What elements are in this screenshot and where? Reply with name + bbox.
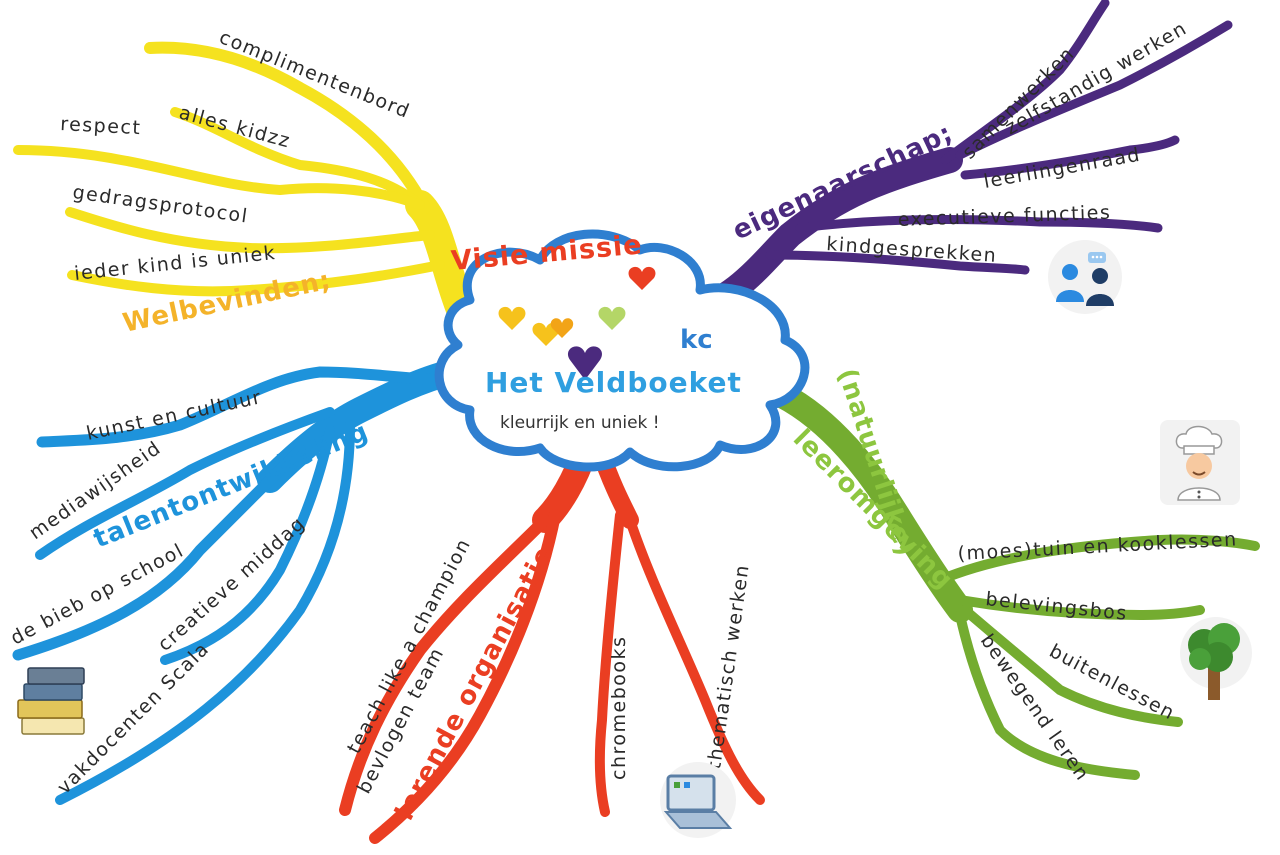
center-tagline: kleurrijk en uniek ! <box>500 413 660 433</box>
branch-leeromgeving-trunk <box>769 382 973 623</box>
branch-organisatie-twig <box>625 515 765 805</box>
center-name: Het Veldboeket <box>485 366 742 399</box>
central-cloud: kc Het Veldboeket kleurrijk en uniek ! <box>434 229 810 472</box>
heart-icon <box>567 346 603 380</box>
branch-organisatie-twig <box>594 510 625 817</box>
cloud-shape <box>434 229 810 472</box>
branch-talentontwikkeling <box>12 359 465 805</box>
item-thematisch-werken: thematisch werken <box>703 563 754 771</box>
item-alles-kidzz: alles kidzz <box>177 102 293 153</box>
branch-welbevinden-twig <box>144 41 431 214</box>
item-respect: respect <box>60 113 142 139</box>
heart-icon <box>598 306 626 330</box>
branch-leeromgeving-twig <box>960 605 1183 727</box>
item-kunst-en-cultuur: kunst en cultuur <box>84 386 263 445</box>
branch-leeromgeving-twig <box>935 534 1260 585</box>
branch-talentontwikkeling-twig <box>36 366 446 448</box>
branch-leeromgeving-twig <box>955 595 1205 621</box>
branch-leeromgeving <box>769 382 1260 780</box>
books-icon <box>17 667 85 735</box>
laptop-icon <box>660 762 736 838</box>
branch-eigenaarschap-twig <box>765 250 1030 275</box>
tree-icon <box>1180 617 1252 700</box>
branch-welbevinden-twig <box>170 107 425 210</box>
branch-welbevinden <box>13 41 477 327</box>
branch-eigenaarschap-twig <box>960 135 1180 180</box>
branch-welbevinden-twig <box>65 207 435 254</box>
branch-talentontwikkeling-twig <box>160 425 335 665</box>
branch-eigenaarschap-twig <box>940 0 1110 165</box>
branch-organisatie-twig <box>369 509 561 844</box>
item-moestuin-en-kooklessen: (moes)tuin en kooklessen <box>957 528 1238 565</box>
chef-icon <box>1160 420 1240 505</box>
item-ieder-kind-is-uniek: ieder kind is uniek <box>73 242 277 285</box>
branch-talentontwikkeling-twig <box>55 420 355 805</box>
branch-leeromgeving-twig <box>955 610 1140 780</box>
item-belevingsbos: belevingsbos <box>984 588 1128 625</box>
branch-welbevinden-twig <box>13 145 425 210</box>
branch-welbevinden-twig <box>67 260 445 297</box>
branch-talentontwikkeling-twig <box>35 407 335 560</box>
heart-icon <box>628 266 656 290</box>
branch-talentontwikkeling-twig <box>12 444 306 661</box>
heart-icon <box>550 318 574 338</box>
item-leerlingenraad: leerlingenraad <box>982 144 1142 193</box>
people-talking-icon <box>1048 240 1122 314</box>
item-complimentenbord: complimentenbord <box>216 26 413 123</box>
branch-eigenaarschap-twig <box>955 20 1233 160</box>
branch-eigenaarschap-twig <box>795 215 1163 233</box>
center-prefix: kc <box>680 325 713 355</box>
item-chromebooks: chromebooks <box>608 636 630 780</box>
heart-icon <box>498 306 526 330</box>
branch-organisatie-twig <box>339 514 551 816</box>
